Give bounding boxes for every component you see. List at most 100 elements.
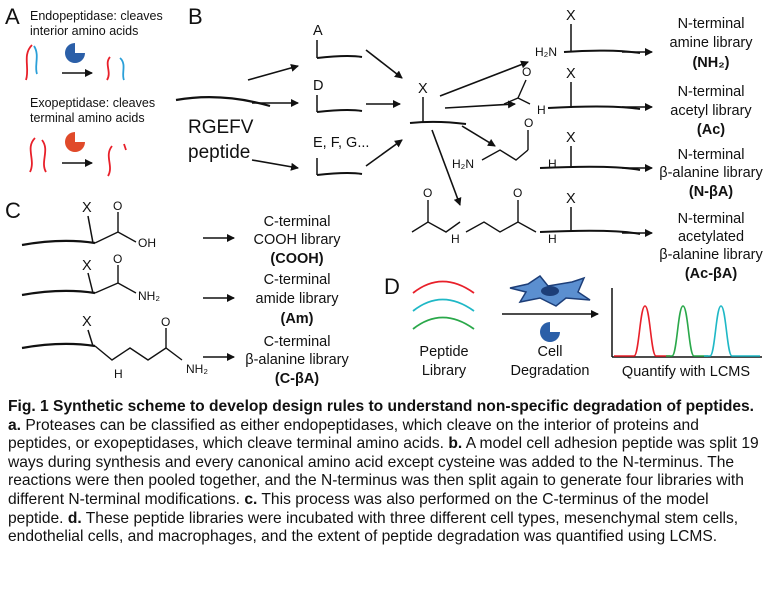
- cell-nucleus-icon: [541, 286, 559, 296]
- nlib-amine-line2: amine library: [670, 35, 754, 51]
- cell-enzyme-icon: [540, 322, 560, 342]
- peptide-label: peptide: [188, 142, 250, 163]
- cooh-o-label: O: [113, 199, 122, 213]
- ac-balanine-x-label: X: [566, 191, 576, 207]
- amide-o-label: O: [113, 252, 122, 266]
- endopeptidase-label-line1: Endopeptidase: cleaves: [30, 9, 163, 23]
- library-peptide-red: [412, 280, 475, 294]
- clib-cooh-line2: COOH library: [253, 232, 341, 248]
- acetyl-library-chain: [547, 105, 641, 110]
- clib-cba-line1: C-terminal: [264, 334, 331, 350]
- library-peptide-green: [412, 316, 475, 330]
- caption-b-text: A model cell adhesion peptide was split …: [8, 435, 759, 508]
- peptide-library-line1: Peptide: [419, 344, 468, 360]
- caption-c-label: c.: [244, 490, 258, 508]
- clib-cba-line3: (C-βA): [275, 371, 319, 387]
- clib-cba-line2: β-alanine library: [245, 352, 349, 368]
- nlib-acetyl-line3: (Ac): [697, 122, 725, 138]
- caption-title: Fig. 1 Synthetic scheme to develop desig…: [8, 398, 755, 415]
- caption-a-text: Proteases can be classified as either en…: [8, 416, 699, 453]
- branch-d-label: D: [313, 78, 323, 94]
- endopeptidase-enzyme-icon: [65, 43, 85, 63]
- balanine-h2n-label: H₂N: [452, 157, 474, 171]
- nlib-amine-line1: N-terminal: [678, 16, 745, 32]
- acetyl-x-label: X: [566, 66, 576, 82]
- branch-a-label: A: [313, 23, 323, 39]
- exo-peptide-before-2: [41, 139, 47, 173]
- panel-d-label: D: [384, 274, 400, 299]
- nlib-amine-line3: (NH₂): [692, 55, 729, 71]
- amide-nh2-label: NH₂: [138, 289, 160, 303]
- to-acetyl-arrow: [444, 100, 516, 109]
- cba-o-label: O: [161, 315, 170, 329]
- clib-amide-line3: (Am): [280, 311, 313, 327]
- chromatogram-peak-green: [666, 305, 708, 357]
- quantify-lcms-label: Quantify with LCMS: [622, 364, 750, 380]
- branch-d-chain: [316, 108, 363, 113]
- clib-cooh-line1: C-terminal: [264, 214, 331, 230]
- chromatogram-peak-cyan: [704, 305, 760, 357]
- exo-fragment-small: [123, 143, 127, 151]
- cba-nh2-label: NH₂: [186, 362, 208, 376]
- endo-peptide-before: [25, 44, 33, 81]
- exopeptidase-label-line2: terminal amino acids: [30, 111, 145, 125]
- to-amine-arrow: [439, 60, 529, 97]
- rgefv-peptide-chain: [175, 95, 271, 108]
- exo-peptide-before: [29, 137, 36, 173]
- nlib-balanine-line2: β-alanine library: [659, 165, 763, 181]
- nlib-ac-balanine-line2: acetylated: [678, 229, 744, 245]
- branch-a-chain: [316, 54, 363, 59]
- branch-efg-chain: [316, 171, 363, 176]
- amine-x-label: X: [566, 8, 576, 24]
- nlib-balanine-line1: N-terminal: [678, 147, 745, 163]
- exopeptidase-enzyme-icon: [65, 132, 85, 152]
- figure-caption: Fig. 1 Synthetic scheme to develop desig…: [8, 398, 764, 547]
- caption-a-label: a.: [8, 416, 22, 434]
- cell-degradation-line1: Cell: [538, 344, 563, 360]
- caption-d-text: These peptide libraries were incubated w…: [8, 509, 739, 546]
- scheme-diagram: A Endopeptidase: cleaves interior amino …: [5, 4, 763, 387]
- peptide-library-line2: Library: [422, 363, 467, 379]
- nlib-ac-balanine-line1: N-terminal: [678, 211, 745, 227]
- ac-balanine-h1-label: H: [451, 232, 460, 246]
- to-ac-balanine-arrow: [431, 129, 462, 206]
- pool-arrow-a: [365, 49, 403, 79]
- panel-c-label: C: [5, 198, 21, 223]
- split-arrow-a: [247, 64, 299, 81]
- amide-peptide-chain: [21, 289, 96, 297]
- panel-b-label: B: [188, 4, 203, 29]
- nlib-acetyl-line1: N-terminal: [678, 84, 745, 100]
- split-arrow-efg: [251, 159, 299, 171]
- exopeptidase-label-line1: Exopeptidase: cleaves: [30, 96, 155, 110]
- cba-x-label: X: [82, 314, 92, 330]
- endo-fragment-red: [106, 56, 111, 81]
- nlib-acetyl-line2: acetyl library: [670, 103, 752, 119]
- cba-peptide-chain: [21, 342, 96, 350]
- balanine-library-chain: [539, 165, 641, 171]
- cooh-peptide-chain: [21, 239, 96, 247]
- pool-arrow-efg: [365, 139, 403, 167]
- clib-cooh-line3: (COOH): [270, 251, 323, 267]
- cooh-oh-label: OH: [138, 236, 156, 250]
- balanine-n-h-label: H: [548, 157, 557, 171]
- caption-b-label: b.: [448, 435, 463, 453]
- library-peptide-cyan: [412, 298, 475, 312]
- balanine-o-label: O: [524, 116, 533, 130]
- nlib-balanine-line3: (N-βA): [689, 184, 733, 200]
- h2n-label: H₂N: [535, 45, 557, 59]
- pooled-x-label: X: [418, 81, 428, 97]
- ac-balanine-o2-label: O: [513, 186, 522, 200]
- chromatogram-peak-red: [614, 305, 670, 357]
- branch-efg-label: E, F, G...: [313, 135, 369, 151]
- pooled-peptide-chain: [409, 120, 467, 125]
- endo-fragment-blue: [119, 57, 125, 81]
- caption-c-text: This process was also performed on the C…: [8, 490, 709, 527]
- clib-amide-line1: C-terminal: [264, 272, 331, 288]
- endopeptidase-label-line2: interior amino acids: [30, 24, 138, 38]
- balanine-x-label: X: [566, 130, 576, 146]
- to-balanine-arrow: [461, 125, 496, 147]
- cba-h-label: H: [114, 367, 123, 381]
- acetyl-o-label: O: [522, 65, 531, 79]
- clib-amide-line2: amide library: [256, 291, 340, 307]
